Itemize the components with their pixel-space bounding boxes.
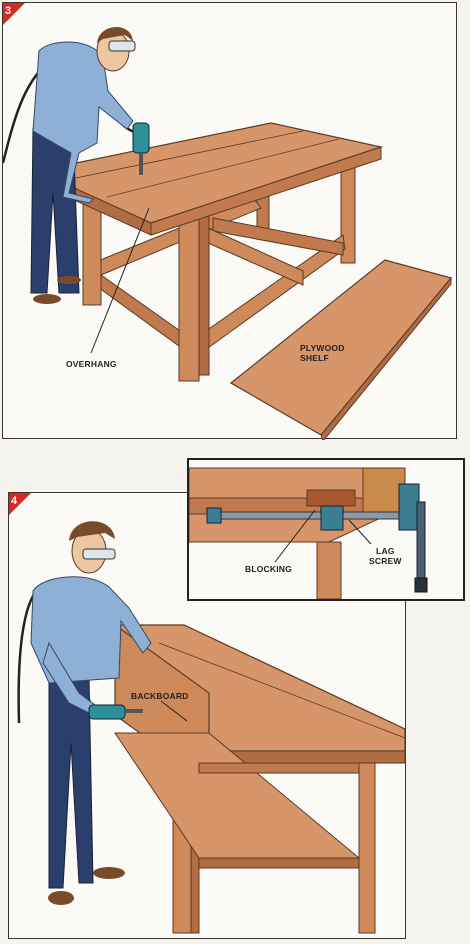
plywood-shelf-label: PLYWOOD SHELF (300, 343, 345, 363)
step-number: 4 (11, 495, 18, 507)
badge-shape (3, 3, 25, 25)
step-badge: 3 (3, 3, 25, 25)
step-badge: 4 (9, 493, 31, 515)
workbench-backboard-illustration (17, 521, 406, 934)
clamp-detail-inset: BLOCKING LAG SCREW (187, 458, 465, 601)
step-3-panel: 3 (2, 2, 457, 440)
plywood-shelf-line1: PLYWOOD (300, 343, 345, 353)
step-number: 3 (5, 5, 12, 17)
badge-shape (9, 493, 31, 515)
plywood-shelf-line2: SHELF (300, 353, 329, 363)
workbench-illustration (3, 26, 453, 440)
blocking-label: BLOCKING (245, 564, 292, 574)
clamp-detail-illustration (189, 467, 428, 599)
lag-screw-label: LAG SCREW (369, 546, 402, 566)
overhang-label: OVERHANG (66, 359, 117, 369)
lag-screw-line2: SCREW (369, 556, 402, 566)
backboard-label: BACKBOARD (131, 691, 189, 701)
lag-screw-line1: LAG (376, 546, 395, 556)
